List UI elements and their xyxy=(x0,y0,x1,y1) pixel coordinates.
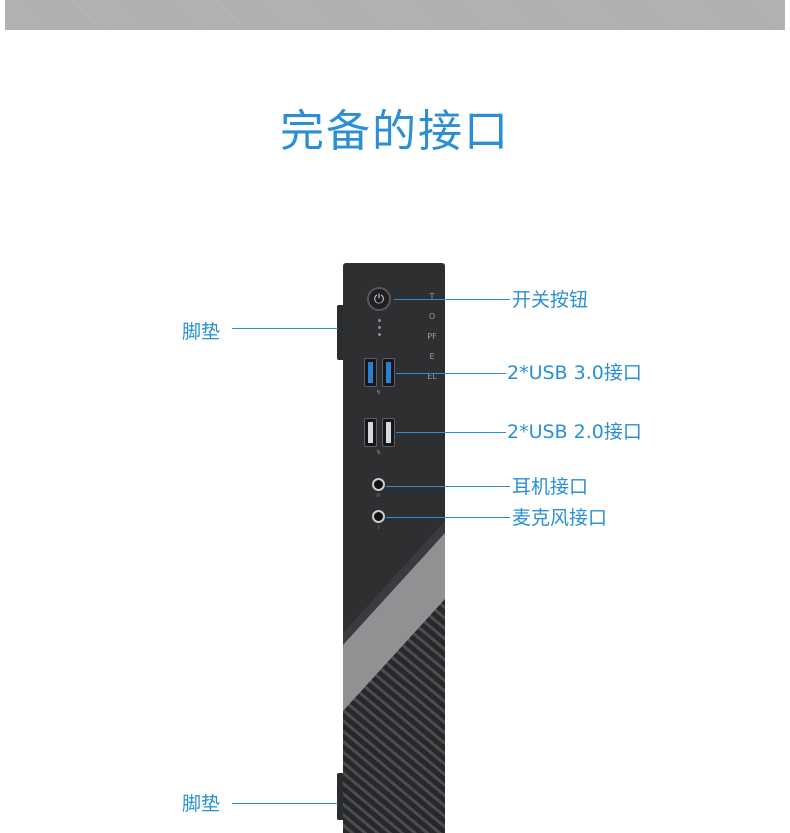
usb2-port-1[interactable] xyxy=(364,418,377,447)
usb2-port-2[interactable] xyxy=(382,418,395,447)
label-power-button: 开关按钮 xyxy=(512,289,589,311)
power-led xyxy=(378,319,381,322)
page-title: 完备的接口 xyxy=(280,106,510,157)
top-foot-pad xyxy=(337,305,344,360)
label-usb3: 2*USB 3.0接口 xyxy=(507,362,642,384)
usb3-port-2[interactable] xyxy=(382,358,395,387)
power-icon: ⏻ xyxy=(373,291,385,307)
diagonal-edge xyxy=(343,521,445,645)
pc-tower-front-panel: TOPFEEL ⏻ ↯ ↯ ∩ ı xyxy=(343,263,445,833)
top-texture-band xyxy=(5,0,785,30)
leader-headphone xyxy=(386,486,510,487)
status-led xyxy=(378,333,381,336)
bottom-foot-pad xyxy=(337,773,344,820)
label-foot-pad-top: 脚垫 xyxy=(182,321,221,343)
microphone-jack[interactable] xyxy=(372,510,385,523)
leader-mic xyxy=(386,517,510,518)
label-headphone: 耳机接口 xyxy=(512,476,589,498)
tower-decoration xyxy=(343,521,445,833)
power-button[interactable]: ⏻ xyxy=(367,287,391,311)
label-usb2: 2*USB 2.0接口 xyxy=(507,421,642,443)
leader-usb3 xyxy=(396,373,506,374)
headphone-jack[interactable] xyxy=(372,478,385,491)
label-microphone: 麦克风接口 xyxy=(512,507,608,529)
usb-icon: ↯ xyxy=(376,449,382,456)
diagonal-silver-band xyxy=(343,531,445,711)
brand-logo-text: TOPFEEL xyxy=(427,292,437,381)
leader-power xyxy=(394,299,510,300)
label-foot-pad-bottom: 脚垫 xyxy=(182,793,221,815)
leader-foot-top xyxy=(232,328,338,329)
microphone-icon: ı xyxy=(378,524,380,531)
hdd-led xyxy=(378,326,381,329)
leader-foot-bottom xyxy=(232,803,338,804)
usb3-port-1[interactable] xyxy=(364,358,377,387)
leader-usb2 xyxy=(396,432,506,433)
usb-icon: ↯ xyxy=(376,389,382,396)
headphone-icon: ∩ xyxy=(376,492,381,499)
